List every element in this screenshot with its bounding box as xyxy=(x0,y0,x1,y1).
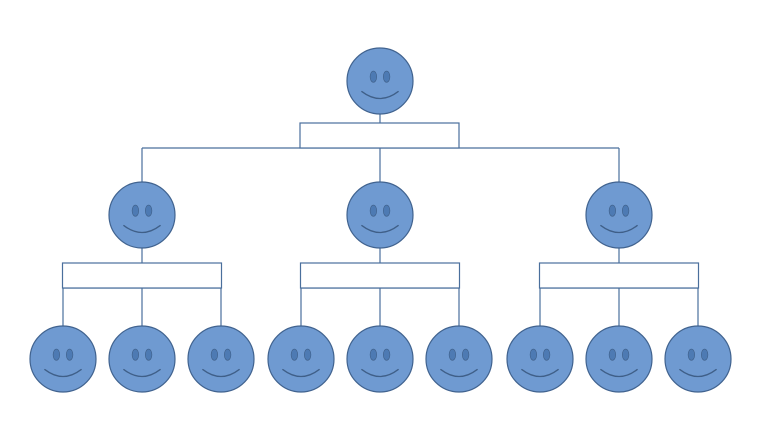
people xyxy=(29,47,732,393)
smiley-face-icon xyxy=(585,181,653,249)
root-person xyxy=(346,47,414,115)
manager-3-label-box-rect xyxy=(538,262,700,289)
right-eye xyxy=(383,70,391,83)
right-eye xyxy=(145,348,153,361)
left-eye xyxy=(687,348,696,361)
left-eye xyxy=(369,204,378,217)
manager-3-report-1-person xyxy=(506,325,574,393)
right-eye xyxy=(542,348,551,361)
smiley-face-icon xyxy=(346,47,414,115)
smiley-face-icon xyxy=(267,325,335,393)
right-eye xyxy=(621,348,630,361)
right-eye xyxy=(224,348,232,361)
left-eye xyxy=(608,204,617,217)
left-eye xyxy=(448,348,457,361)
manager-3-report-2-person xyxy=(585,325,653,393)
smile xyxy=(600,224,638,234)
smiley-face-icon xyxy=(108,181,176,249)
right-eye xyxy=(65,348,74,361)
smiley-face-icon xyxy=(29,325,97,393)
left-eye xyxy=(210,348,218,361)
smile xyxy=(44,368,82,378)
smile xyxy=(679,368,717,378)
smiley-face-icon xyxy=(187,325,255,393)
left-eye xyxy=(131,204,139,217)
smile xyxy=(361,90,399,100)
manager-2-label-box xyxy=(299,262,461,289)
smile xyxy=(361,368,399,378)
left-eye xyxy=(131,348,139,361)
left-eye xyxy=(369,348,378,361)
smiley-face-icon xyxy=(585,325,653,393)
manager-2-label-box-rect xyxy=(299,262,461,289)
smiley-face-icon xyxy=(506,325,574,393)
manager-1-person xyxy=(108,181,176,249)
left-eye xyxy=(369,70,378,83)
smile xyxy=(440,368,478,378)
manager-2-report-2-person xyxy=(346,325,414,393)
left-eye xyxy=(608,348,617,361)
manager-3-report-3-person xyxy=(664,325,732,393)
smile xyxy=(202,368,240,378)
smile xyxy=(123,368,161,378)
left-eye xyxy=(529,348,538,361)
smiley-face-icon xyxy=(346,325,414,393)
smile xyxy=(282,368,320,378)
label-boxes xyxy=(61,122,700,289)
manager-1-report-1-person xyxy=(29,325,97,393)
manager-3-label-box xyxy=(538,262,700,289)
smile xyxy=(361,224,399,234)
smile xyxy=(123,224,161,234)
smiley-face-icon xyxy=(108,325,176,393)
left-eye xyxy=(52,348,61,361)
manager-1-label-box xyxy=(61,262,223,289)
right-eye xyxy=(145,204,153,217)
root-label-box xyxy=(299,122,460,149)
smile xyxy=(600,368,638,378)
right-eye xyxy=(383,204,391,217)
manager-2-person xyxy=(346,181,414,249)
manager-1-label-box-rect xyxy=(61,262,223,289)
smiley-face-icon xyxy=(664,325,732,393)
manager-3-person xyxy=(585,181,653,249)
right-eye xyxy=(462,348,470,361)
smile xyxy=(521,368,559,378)
manager-1-report-2-person xyxy=(108,325,176,393)
manager-2-report-3-person xyxy=(425,325,493,393)
right-eye xyxy=(383,348,391,361)
right-eye xyxy=(700,348,709,361)
right-eye xyxy=(304,348,312,361)
smiley-face-icon xyxy=(346,181,414,249)
left-eye xyxy=(290,348,299,361)
root-label-box-rect xyxy=(299,122,460,149)
smiley-face-icon xyxy=(425,325,493,393)
manager-2-report-1-person xyxy=(267,325,335,393)
right-eye xyxy=(621,204,630,217)
manager-1-report-3-person xyxy=(187,325,255,393)
